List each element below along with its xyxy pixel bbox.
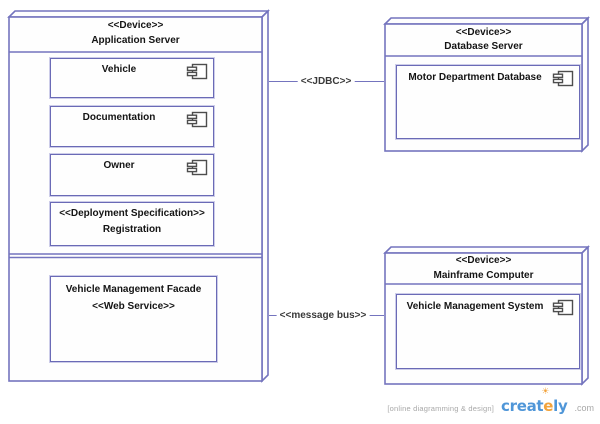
application-server-title: Application Server <box>91 35 180 46</box>
connection-message-bus-label: <<message bus>> <box>276 310 370 321</box>
component-vehicle-management-facade: Vehicle Management Facade <<Web Service>… <box>50 276 217 362</box>
creately-logo-e: e <box>543 397 554 415</box>
component-documentation: Documentation <box>50 106 214 147</box>
database-server-title: Database Server <box>444 41 523 52</box>
component-motor-department-database: Motor Department Database <box>396 65 580 139</box>
creately-tagline: [online diagramming & design] <box>387 404 495 413</box>
component-icon <box>186 159 208 176</box>
deployment-spec-name: Registration <box>102 224 162 235</box>
application-server-stereotype: <<Device>> <box>107 20 164 31</box>
component-vms-label: Vehicle Management System <box>406 301 544 312</box>
component-icon <box>552 70 574 87</box>
creately-logo-part3: ly <box>553 397 568 415</box>
component-documentation-label: Documentation <box>82 112 156 123</box>
facade-stereotype: <<Web Service>> <box>92 301 175 312</box>
component-icon <box>552 299 574 316</box>
component-owner: Owner <box>50 154 214 196</box>
deployment-spec-registration: <<Deployment Specification>> Registratio… <box>50 202 214 246</box>
creately-logo-part1: creat <box>501 397 544 415</box>
mainframe-stereotype: <<Device>> <box>455 255 512 266</box>
creately-domain-suffix: .com <box>574 403 594 413</box>
deployment-spec-stereotype: <<Deployment Specification>> <box>59 208 205 219</box>
creately-branding: [online diagramming & design] creat☀ely … <box>387 387 594 415</box>
component-mdd-label: Motor Department Database <box>408 72 542 83</box>
mainframe-title: Mainframe Computer <box>433 270 534 281</box>
component-vehicle-management-system: Vehicle Management System <box>396 294 580 369</box>
creately-logo-part2: ☀e <box>541 387 554 415</box>
component-owner-label: Owner <box>103 160 135 171</box>
component-icon <box>186 111 208 128</box>
creately-logo: creat☀ely <box>501 387 568 415</box>
component-vehicle: Vehicle <box>50 58 214 98</box>
component-icon <box>186 63 208 80</box>
component-vehicle-label: Vehicle <box>101 64 137 75</box>
lightbulb-icon: ☀ <box>541 387 550 397</box>
connection-jdbc-label: <<JDBC>> <box>297 76 355 87</box>
facade-name: Vehicle Management Facade <box>65 284 202 295</box>
database-server-stereotype: <<Device>> <box>455 27 512 38</box>
